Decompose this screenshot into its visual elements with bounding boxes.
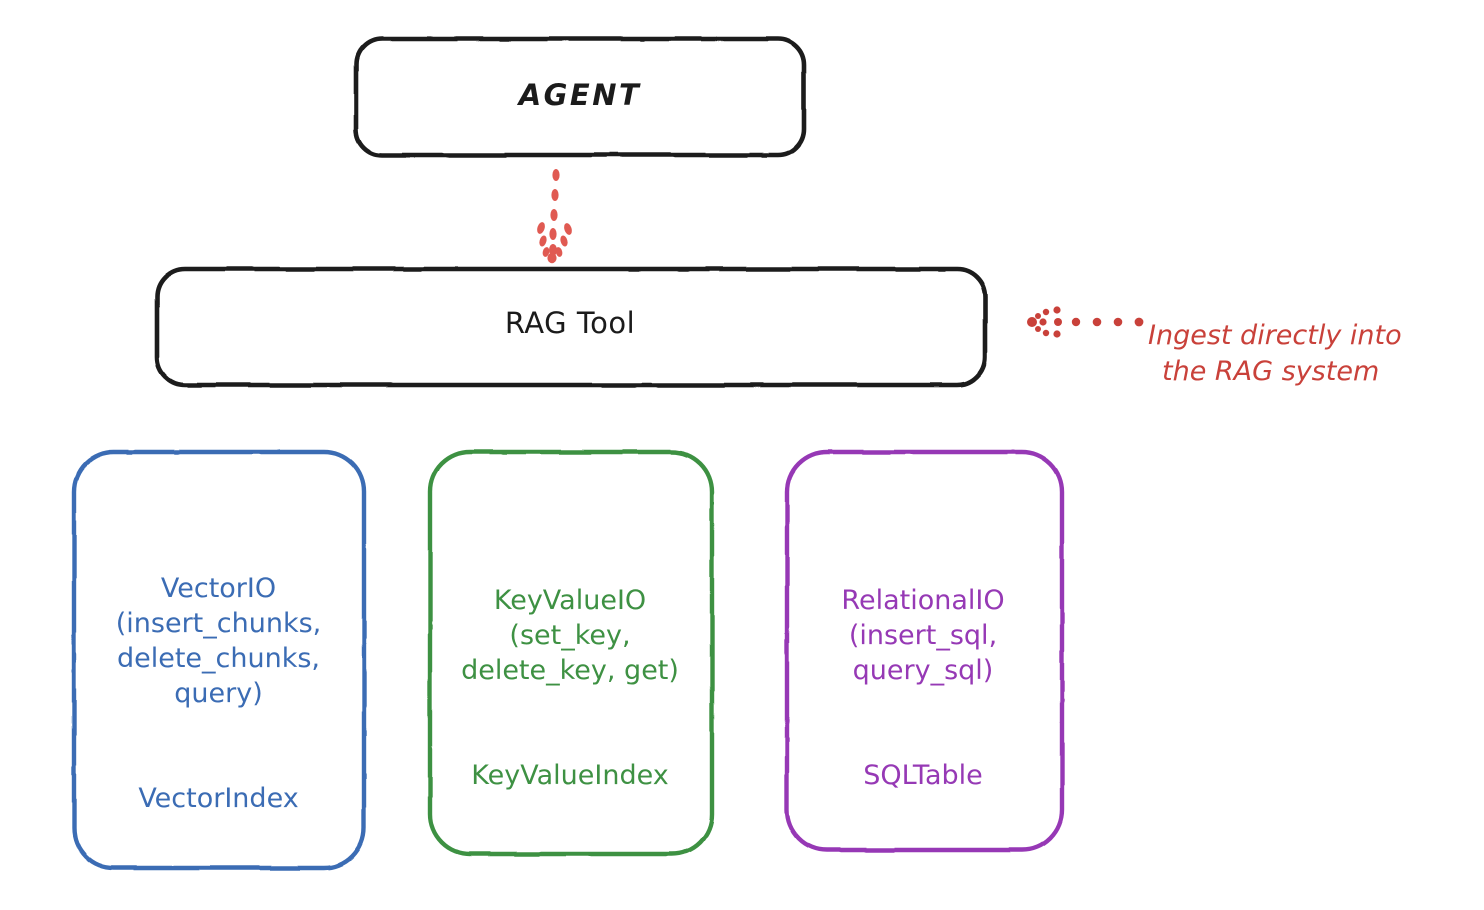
relational-io-box[interactable] xyxy=(784,449,1065,853)
agent-node[interactable] xyxy=(353,36,807,158)
rag-tool-box[interactable] xyxy=(154,266,988,388)
key-value-io-box[interactable] xyxy=(427,449,715,857)
rag-tool-node[interactable] xyxy=(154,266,988,388)
vector-io-box[interactable] xyxy=(71,449,367,871)
ingest-arrow xyxy=(1027,306,1144,338)
relational-io-node[interactable] xyxy=(784,449,1065,853)
key-value-io-node[interactable] xyxy=(427,449,715,857)
agent-box[interactable] xyxy=(353,36,807,158)
vector-io-node[interactable] xyxy=(71,449,367,871)
agent-to-rag-arrow xyxy=(537,169,572,264)
